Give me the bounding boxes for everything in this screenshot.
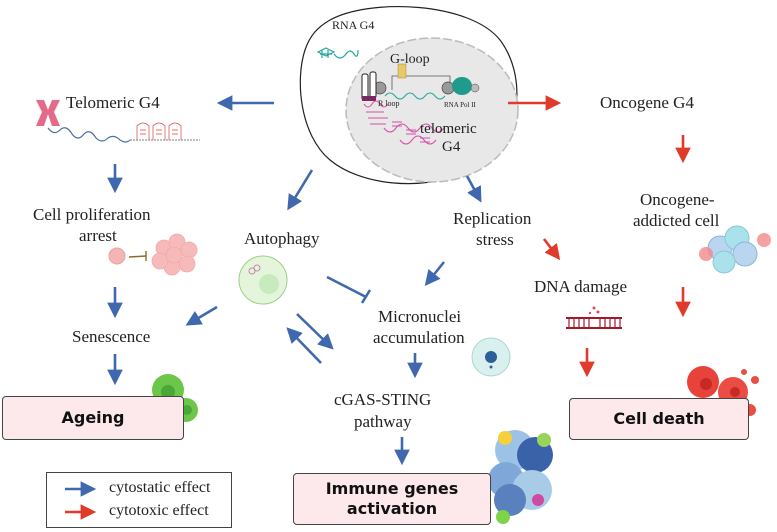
edge-autophagy-to-cgas-sting <box>296 313 334 350</box>
edge-replication-stress-to-dna-damage <box>542 238 561 261</box>
senescence-node: Senescence <box>72 327 151 346</box>
dna-damage-node: DNA damage <box>534 277 628 296</box>
telomere-chromosome-icon <box>36 100 200 143</box>
edge-autophagy-inhibits-micronuclei <box>326 275 372 304</box>
proliferation-arrest-icon <box>108 233 198 276</box>
telomeric-g4-node: Telomeric G4 <box>66 93 160 112</box>
red-arrow-icon <box>65 504 97 520</box>
oncogene-g4-node: Oncogene G4 <box>600 93 694 112</box>
addicted-cell-label: addicted cell <box>633 211 720 230</box>
immune-cells-icon <box>488 430 553 524</box>
telomeric-g4-strand-icon <box>363 100 445 145</box>
legend-label-cytostatic: cytostatic effect <box>109 479 211 496</box>
rna-g4-label: RNA G4 <box>332 18 375 32</box>
autophagy-cell-icon <box>238 255 288 305</box>
arrest-label: arrest <box>79 226 117 245</box>
ageing-box: Ageing <box>2 396 184 440</box>
legend: cytostatic effect cytotoxic effect <box>46 472 232 528</box>
g-loop-icon <box>373 63 480 100</box>
stress-label: stress <box>476 230 514 249</box>
edge-nucleus-to-autophagy <box>287 169 314 211</box>
rna-g4-icon <box>316 47 359 59</box>
cgas-sting-label: cGAS-STING <box>334 390 432 409</box>
legend-label-cytotoxic: cytotoxic effect <box>109 502 209 519</box>
micronuclei-cell-icon <box>471 337 511 377</box>
pathway-label: pathway <box>354 412 412 431</box>
edge-nucleus-to-replication-stress <box>465 175 482 203</box>
immune-genes-line1: Immune genes <box>325 479 459 498</box>
immune-genes-line2: activation <box>346 499 438 518</box>
blue-arrow-icon <box>65 481 97 497</box>
oncogene-addicted-cells-icon <box>699 225 771 274</box>
cell-death-box: Cell death <box>569 398 749 440</box>
accumulation-label: accumulation <box>373 328 465 347</box>
edges <box>107 95 691 466</box>
edge-cgas-sting-to-autophagy <box>286 327 322 364</box>
r-loop-label: R loop <box>378 99 400 108</box>
oncogene-label: Oncogene- <box>640 190 715 209</box>
g-loop-label: G-loop <box>390 52 430 67</box>
rna-pol-ii-label: RNA Pol II <box>444 101 476 109</box>
autophagy-node: Autophagy <box>244 229 320 248</box>
edge-autophagy-to-senescence <box>185 305 218 326</box>
legend-item-cytostatic: cytostatic effect <box>47 477 231 501</box>
edge-replication-stress-to-micronuclei <box>424 261 446 287</box>
replication-label: Replication <box>453 209 532 228</box>
immune-genes-activation-box: Immune genes activation <box>293 473 491 525</box>
micronuclei-label: Micronuclei <box>378 307 462 326</box>
nucleus-telomeric-label: telomeric <box>420 121 477 137</box>
nucleus-g4-label: G4 <box>442 139 461 155</box>
dna-damage-icon <box>566 306 622 329</box>
nucleus <box>345 37 519 183</box>
cell-illustration <box>299 6 519 185</box>
legend-item-cytotoxic: cytotoxic effect <box>47 500 231 524</box>
chromosome-icon <box>361 71 377 101</box>
cell-proliferation-label: Cell proliferation <box>33 205 151 224</box>
